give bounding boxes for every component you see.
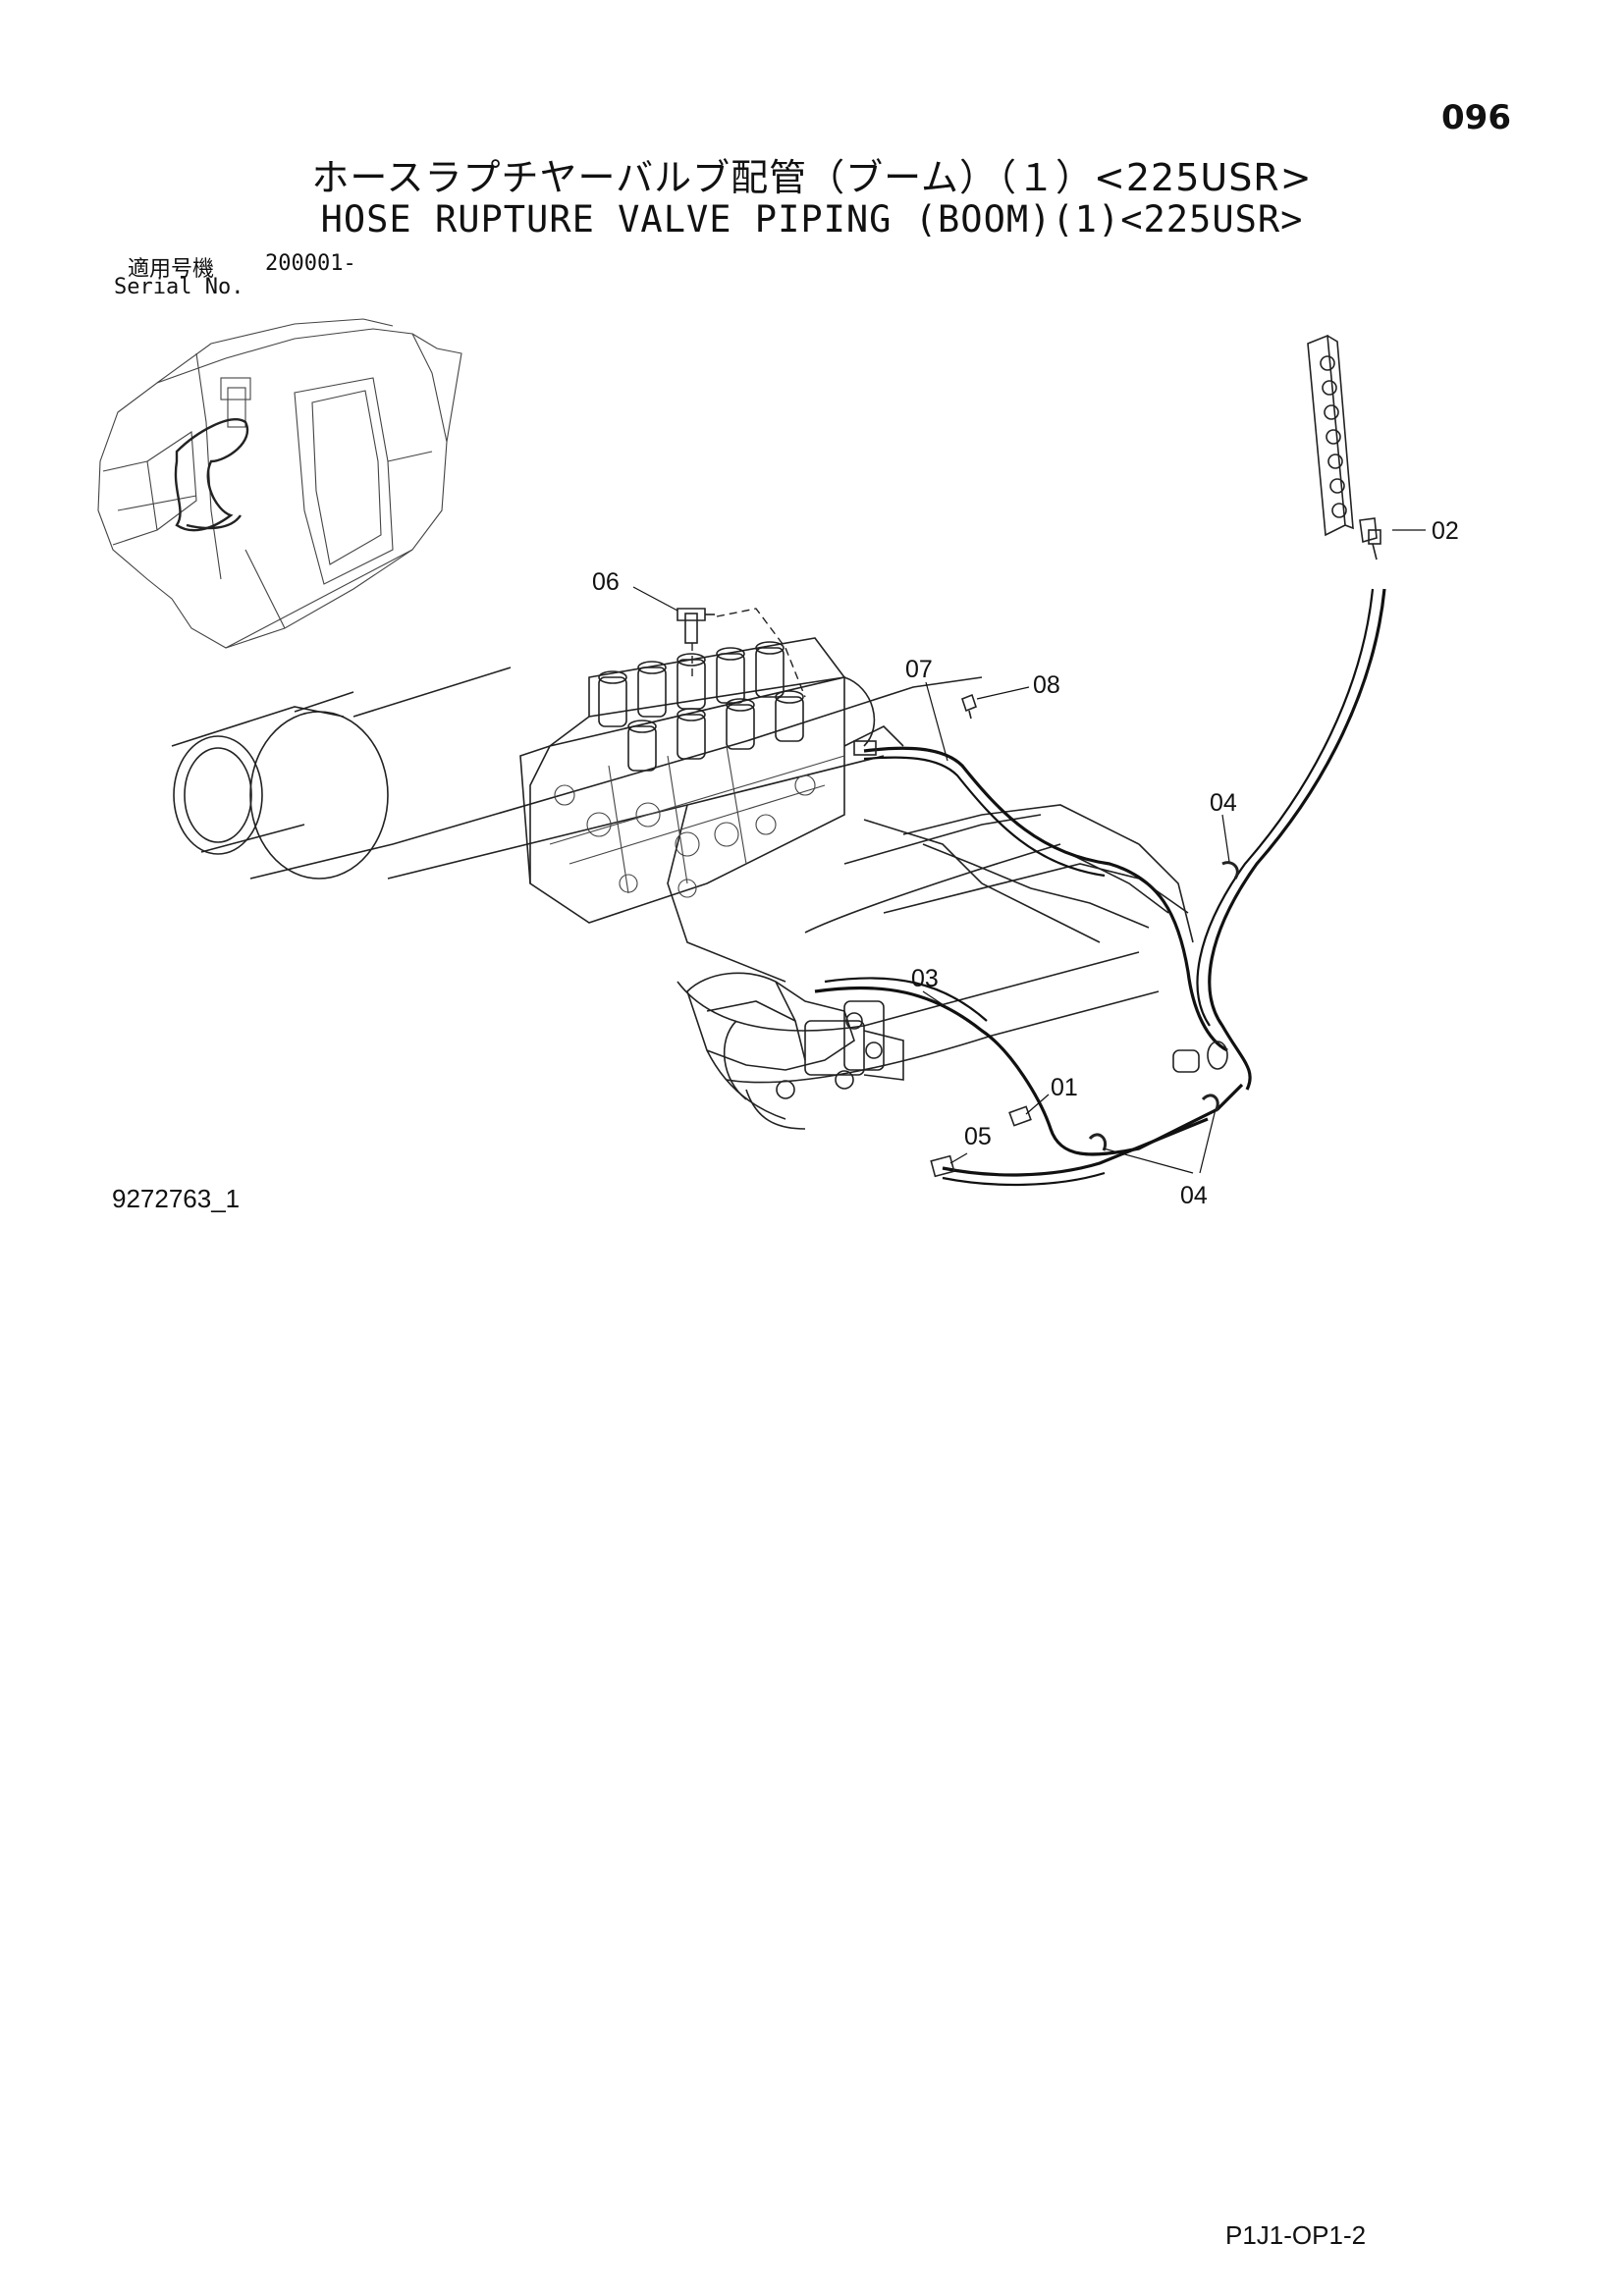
tee-fitting <box>677 608 806 698</box>
callout-01: 01 <box>1051 1074 1078 1101</box>
serial-label-english: Serial No. <box>114 275 244 299</box>
parts-diagram: 02 06 07 08 04 03 01 05 04 <box>97 318 1459 1209</box>
boom-cylinder <box>171 667 1194 1084</box>
callout-08: 08 <box>1033 671 1060 699</box>
drawing-number: 9272763_1 <box>112 1184 241 1213</box>
callout-07: 07 <box>905 656 933 683</box>
callout-02: 02 <box>1432 517 1459 545</box>
callout-leaders <box>632 529 1426 1174</box>
hose-rupture-valve <box>686 972 904 1130</box>
callout-05: 05 <box>964 1123 992 1150</box>
page-code: P1J1-OP1-2 <box>1225 2220 1367 2250</box>
callout-06: 06 <box>592 568 620 596</box>
page-title-english: HOSE RUPTURE VALVE PIPING (BOOM)(1)<225U… <box>320 198 1304 240</box>
callout-04-upper: 04 <box>1210 789 1237 817</box>
page-number: 096 <box>1441 98 1511 137</box>
serial-value: 200001- <box>265 251 356 276</box>
manifold-block <box>1307 334 1381 561</box>
serial-label-japanese: 適用号機 <box>128 257 215 282</box>
hose-lines <box>814 588 1386 1187</box>
page-title-japanese: ホースラプチヤーバルブ配管（ブーム）（１）<225USR> <box>311 156 1313 199</box>
locator-machine-sketch <box>97 318 462 649</box>
control-valve-assembly <box>519 637 904 924</box>
callout-03: 03 <box>911 965 939 992</box>
fitting-08 <box>961 693 977 720</box>
callout-04-lower: 04 <box>1180 1182 1208 1209</box>
